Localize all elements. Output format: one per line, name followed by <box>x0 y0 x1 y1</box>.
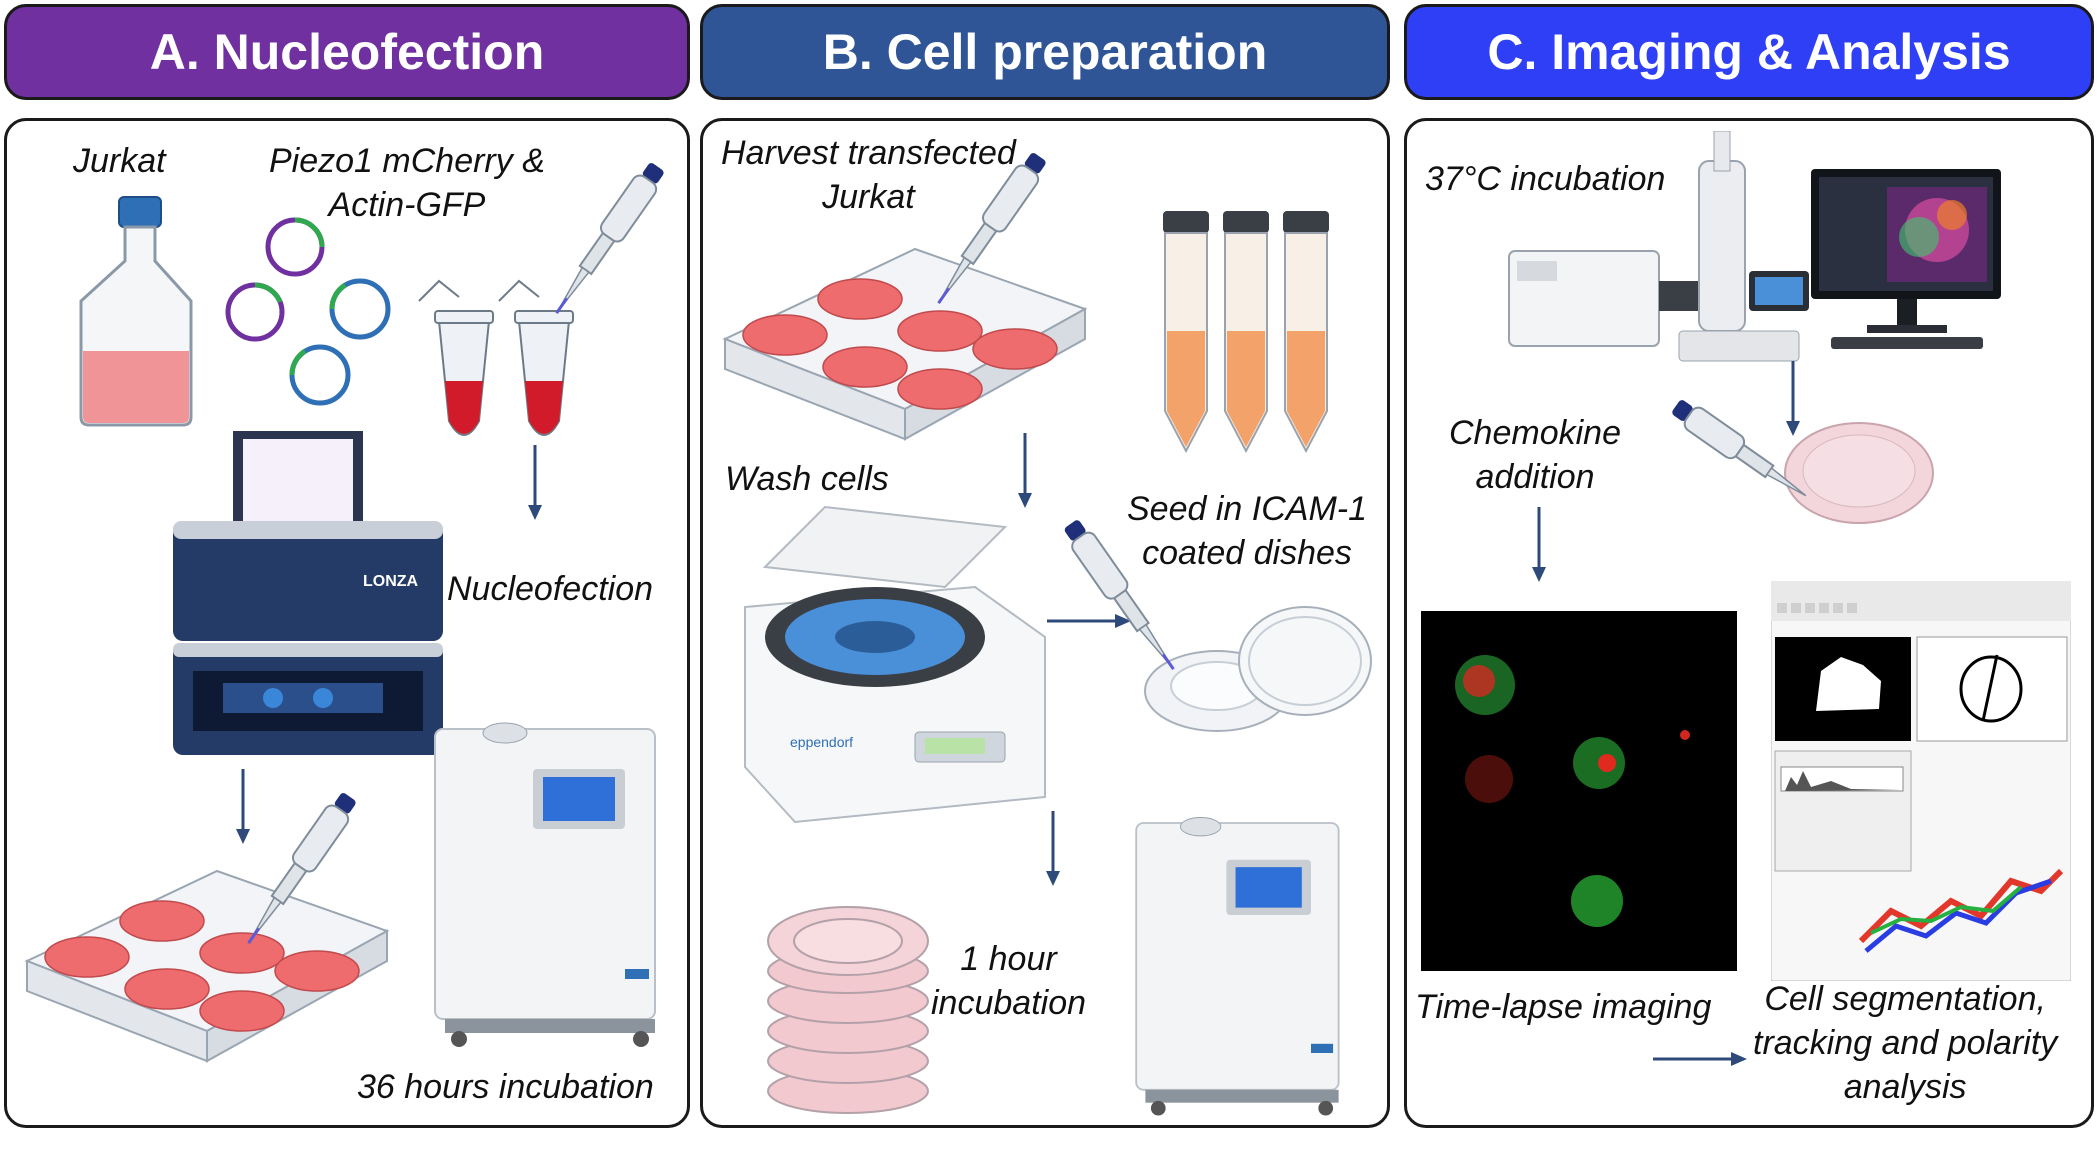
six-well-plate-icon <box>722 247 1088 441</box>
culture-flask-icon <box>79 196 193 427</box>
pipette-icon <box>1064 520 1175 670</box>
six-well-plate-icon <box>24 869 390 1063</box>
pipette-icon <box>247 793 356 944</box>
arrow-down-plate <box>236 769 250 844</box>
label-nucleofection: Nucleofection <box>447 570 654 608</box>
label-harvest-line2: Jurkat <box>822 178 915 217</box>
pipette-icon <box>1672 400 1807 497</box>
label-harvest-line1: Harvest transfected <box>721 134 1016 172</box>
label-seed-line1: Seed in ICAM-1 <box>1127 490 1367 528</box>
falcon-tubes-icon <box>1163 211 1329 454</box>
panel-imaging-analysis: 37°C incubation Chemokine addition <box>1404 118 2094 1128</box>
arrow-down-wash <box>1018 433 1032 508</box>
nucleofector-device-icon: LONZA <box>173 431 443 755</box>
pipette-icon <box>937 153 1046 304</box>
monitor-icon <box>1811 169 2001 349</box>
label-harvest: Harvest transfected Jurkat <box>721 131 1016 219</box>
label-plasmids-line2: Actin-GFP <box>328 186 486 225</box>
device-brand-label: LONZA <box>363 573 419 590</box>
incubator-icon <box>434 722 656 1047</box>
label-analysis-line3: analysis <box>1843 1068 1967 1107</box>
label-plasmids-line1: Piezo1 mCherry & <box>269 142 545 180</box>
label-1-hour-incubation: 1 hour incubation <box>931 937 1086 1025</box>
analysis-software-icon <box>1771 581 2071 981</box>
arrow-down-dish <box>1786 361 1800 436</box>
label-seed-icam: Seed in ICAM-1 coated dishes <box>1127 487 1367 575</box>
microscope-icon <box>1508 131 1809 362</box>
header-cell-preparation: B. Cell preparation <box>700 4 1390 100</box>
pipette-icon <box>555 163 664 314</box>
incubator-icon <box>1135 817 1340 1116</box>
arrow-right-seed <box>1047 614 1131 628</box>
label-cell-segmentation: Cell segmentation, tracking and polarity… <box>1753 977 2057 1110</box>
label-analysis-line1: Cell segmentation, <box>1764 980 2046 1018</box>
arrow-down-nucleofection <box>528 445 542 520</box>
label-chemokine-addition: Chemokine addition <box>1449 411 1621 499</box>
stacked-dishes-icon <box>767 906 929 1114</box>
label-wash-cells: Wash cells <box>725 460 889 498</box>
panel-nucleofection: Jurkat Piezo1 mCherry & Actin-GFP <box>4 118 690 1128</box>
imaging-dish-icon <box>1784 422 1934 524</box>
label-incubation-line2: incubation <box>931 984 1087 1023</box>
label-incubation-line1: 1 hour <box>960 940 1057 978</box>
label-analysis-line2: tracking and polarity <box>1753 1024 2058 1063</box>
label-37c-incubation: 37°C incubation <box>1425 160 1666 198</box>
centrifuge-icon: eppendorf <box>744 505 1046 824</box>
arrow-right-analysis <box>1653 1052 1747 1066</box>
label-chemokine-line1: Chemokine <box>1449 414 1621 452</box>
arrow-down-incubation <box>1046 811 1060 886</box>
label-timelapse-imaging: Time-lapse imaging <box>1415 988 1712 1026</box>
label-seed-line2: coated dishes <box>1142 534 1352 573</box>
label-jurkat: Jurkat <box>73 142 166 180</box>
header-imaging-analysis: C. Imaging & Analysis <box>1404 4 2094 100</box>
plasmid-icon <box>225 217 391 406</box>
coated-dish-icon <box>1144 606 1372 732</box>
label-36-hours-incubation: 36 hours incubation <box>357 1068 654 1106</box>
panel-cell-preparation: Harvest transfected Jurkat <box>700 118 1390 1128</box>
eppendorf-tubes-icon <box>418 279 574 436</box>
centrifuge-brand-label: eppendorf <box>790 734 853 750</box>
timelapse-image <box>1421 611 1737 971</box>
label-plasmids: Piezo1 mCherry & Actin-GFP <box>269 139 545 227</box>
header-nucleofection: A. Nucleofection <box>4 4 690 100</box>
arrow-down-imaging <box>1532 507 1546 582</box>
label-chemokine-line2: addition <box>1475 458 1595 497</box>
